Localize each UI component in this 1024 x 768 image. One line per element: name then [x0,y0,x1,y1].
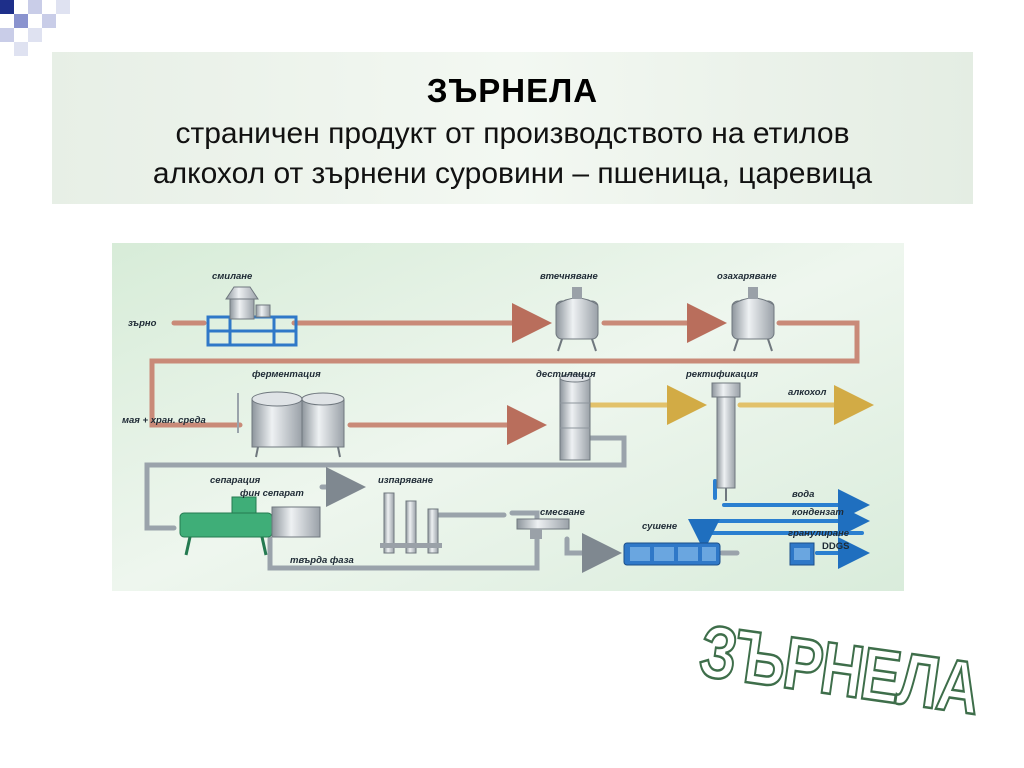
label-fermentation: ферментация [252,369,321,380]
distillation-column [559,373,591,461]
liquefaction-tank [555,287,599,352]
mixer-unit [516,518,570,539]
saccharification-tank [731,287,775,352]
label-drying: сушене [642,521,678,532]
evaporator-columns [380,492,442,554]
label-liquefaction: втечняване [540,271,598,282]
page-subtitle: страничен продукт от производството на е… [52,114,973,194]
water-flow-line [688,479,870,569]
label-granulation: гранулиране [788,528,850,539]
stillage-flow-line [144,435,740,573]
corner-decoration [0,0,70,56]
label-saccharification: озахаряване [717,271,777,282]
rectification-column [711,382,741,501]
label-yeast-input: мая + хран. среда [122,415,206,426]
label-alcohol: алкохол [788,387,827,398]
process-diagram: смилане втечняване озахаряване зърно фер… [112,243,904,591]
label-distillation: дестилация [536,369,596,380]
label-grain-in: зърно [128,318,157,329]
wordart-title: ЗЪРНЕЛА [694,608,986,730]
label-fine-separator: фин сепарат [240,488,304,499]
label-ddgs: DDGS [822,541,849,552]
granulator-unit [789,542,815,566]
label-water: вода [792,489,814,500]
main-flow-line [149,303,860,445]
dryer-unit [623,542,721,566]
label-separation: сепарация [210,475,261,486]
subtitle-line-1: страничен продукт от производството на е… [175,117,850,150]
label-solid-phase: твърда фаза [290,555,354,566]
label-evaporation: изпаряване [378,475,434,486]
page-title: ЗЪРНЕЛА [426,72,599,109]
label-milling: смилане [212,271,253,282]
separator-unit [179,496,321,556]
title-banner: ЗЪРНЕЛА страничен продукт от производств… [52,52,973,204]
subtitle-line-2: алкохол от зърнени суровини – пшеница, ц… [152,157,873,190]
wordart-text: ЗЪРНЕЛА [695,609,984,730]
label-rectification: ректификация [685,369,759,380]
label-mixing: смесване [540,507,586,518]
fermentation-tanks [237,391,345,458]
mill-equipment [206,286,298,347]
label-condensate: кондензат [792,507,844,518]
